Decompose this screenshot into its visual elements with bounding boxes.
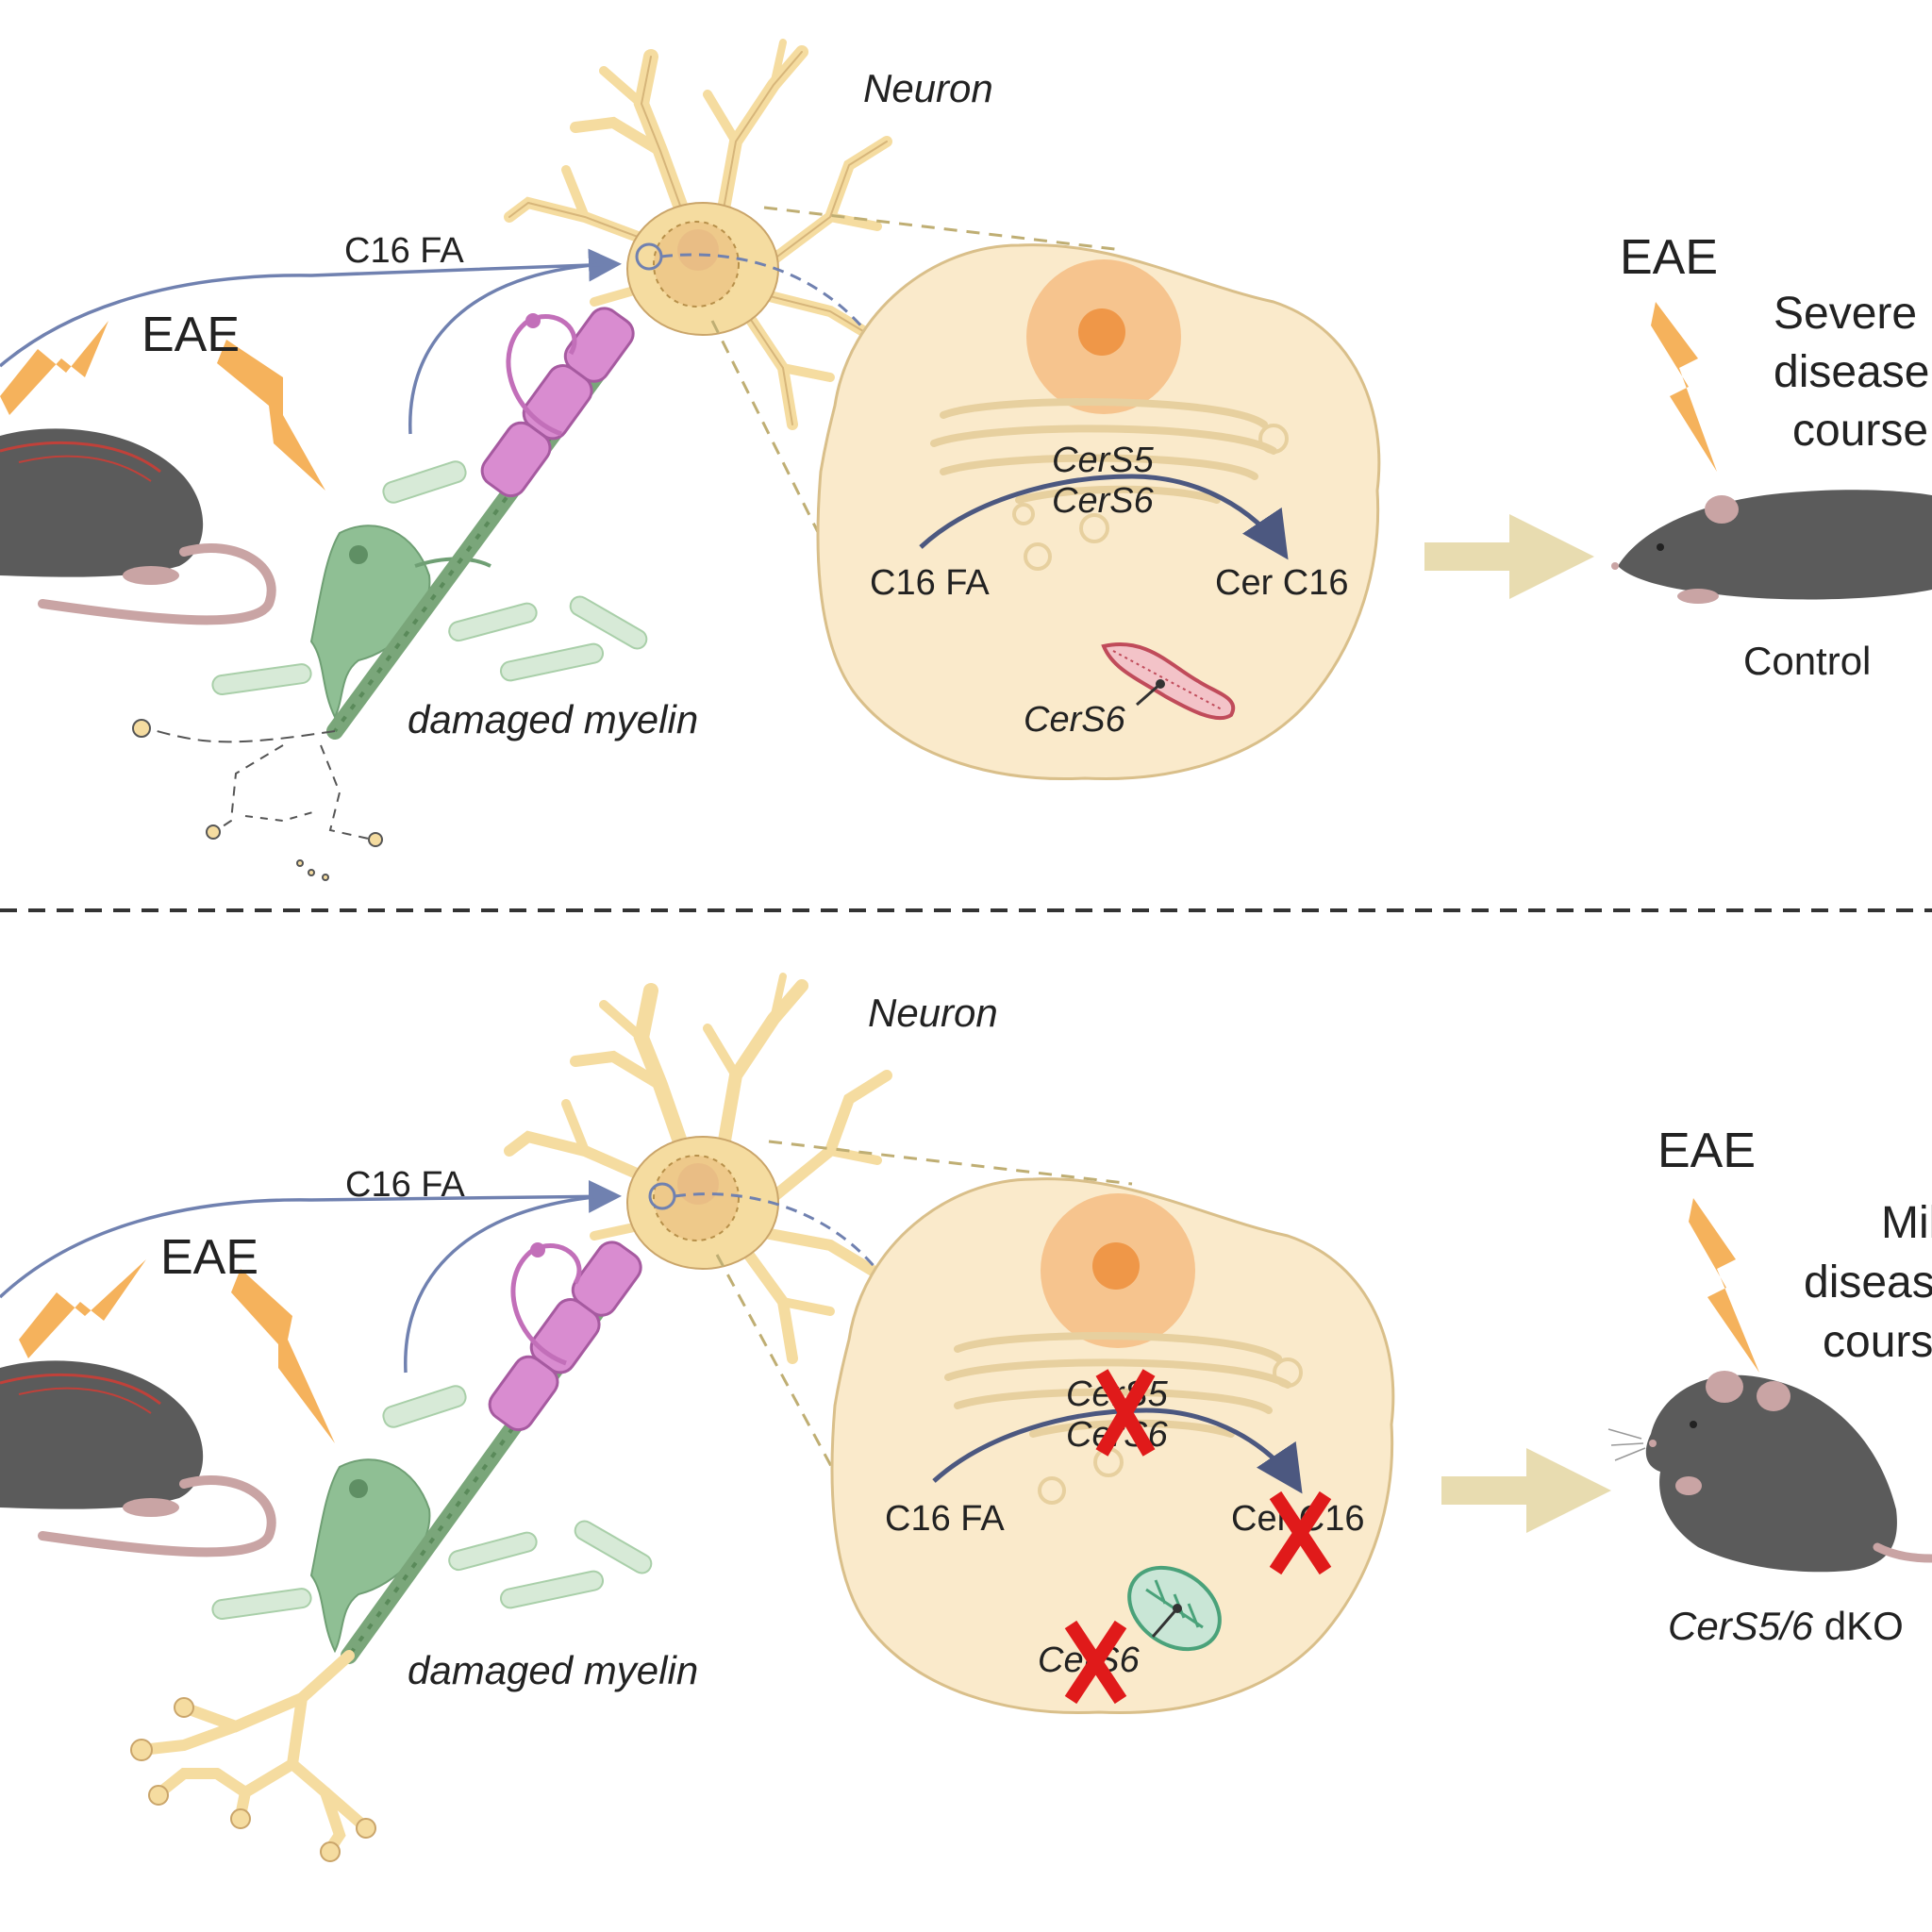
oligodendrocyte (309, 1458, 431, 1654)
product-label: Cer C16 (1215, 563, 1349, 603)
fatty-acid-arrow (404, 1194, 605, 1374)
axon-top (326, 307, 635, 740)
healthy-terminal (136, 1650, 369, 1855)
c16-fa-arrow-label: C16 FA (344, 231, 464, 271)
lightning-icon (0, 321, 108, 415)
knockout-x-icon (1095, 1369, 1156, 1457)
damaged-myelin-label: damaged myelin (408, 1648, 698, 1692)
cell-zoom-top (816, 243, 1381, 781)
neuron-outline-top (508, 51, 888, 425)
eae-right-label: EAE (1620, 230, 1718, 285)
right-mouse-bottom (1607, 1371, 1932, 1573)
outcome-arrow (1424, 514, 1594, 599)
neuron-nucleolus (677, 229, 719, 271)
eae-right-label: EAE (1657, 1124, 1756, 1178)
lightning-icon (231, 1269, 335, 1443)
reaction-arrow (932, 1407, 1303, 1494)
terminal-boutons (130, 1697, 376, 1862)
eae-left-label: EAE (142, 308, 240, 362)
eae-left-label: EAE (160, 1230, 258, 1285)
lightning-icon (217, 340, 325, 491)
reaction-arrow (919, 474, 1289, 560)
outcome-line3: course (1792, 406, 1928, 456)
outcome-line3: course (1823, 1317, 1932, 1367)
damaged-myelin-label: damaged myelin (408, 697, 698, 741)
genotype-gene: CerS5/6 (1668, 1604, 1814, 1648)
bottom-panel: EAE C16 FA (0, 973, 1932, 1862)
er-enzyme-2: CerS6 (1052, 481, 1155, 521)
axon-bottom (341, 1241, 642, 1664)
top-panel: EAE C16 FA (0, 39, 1932, 881)
outcome-line1: Severe (1774, 289, 1917, 339)
substrate-label: C16 FA (885, 1499, 1005, 1539)
left-mouse-top (0, 428, 276, 625)
c16-fa-arrow-label: C16 FA (345, 1165, 465, 1205)
genotype-label: CerS5/6 dKO (1668, 1604, 1904, 1648)
fatty-acid-arrow (0, 248, 622, 368)
myelin-debris (211, 460, 648, 695)
neuron-nucleolus (677, 1163, 719, 1205)
outcome-line2: disease (1804, 1257, 1932, 1307)
degraded-terminal (132, 719, 383, 881)
neuron-label: Neuron (868, 991, 998, 1035)
left-mouse-bottom (0, 1360, 276, 1557)
myelin-debris (211, 1385, 653, 1620)
knockout-x-icon (1269, 1491, 1332, 1575)
oligodendrocyte (309, 525, 491, 720)
substrate-label: C16 FA (870, 563, 990, 603)
outcome-arrow (1441, 1448, 1611, 1533)
er-enzyme-1: CerS5 (1052, 441, 1155, 480)
lightning-icon (19, 1259, 146, 1358)
neuron-label: Neuron (863, 66, 993, 110)
fatty-acid-arrow (0, 1179, 622, 1299)
outcome-line1: Mild (1881, 1198, 1932, 1248)
fatty-acid-arrow (408, 262, 605, 435)
mito-enzyme-label: CerS6 (1024, 700, 1126, 740)
lightning-icon (1651, 302, 1717, 472)
genotype-suffix: dKO (1824, 1604, 1904, 1648)
outcome-line2: disease (1774, 347, 1929, 397)
lightning-icon (1689, 1198, 1759, 1373)
right-mouse-top (1611, 490, 1932, 604)
transport-arrow (674, 1192, 933, 1482)
knockout-x-icon (1064, 1620, 1127, 1705)
genotype-label: Control (1743, 639, 1871, 683)
